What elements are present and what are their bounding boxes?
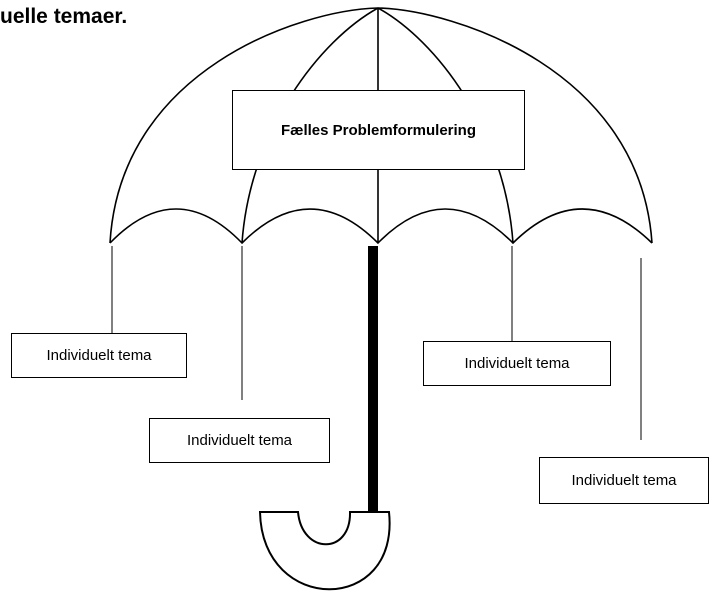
individual-theme-box: Individuelt tema [11,333,187,378]
shared-problem-formulation-label: Fælles Problemformulering [280,121,477,139]
individual-theme-label: Individuelt tema [571,472,677,489]
individual-theme-box: Individuelt tema [539,457,709,504]
individual-theme-box: Individuelt tema [423,341,611,386]
individual-theme-label: Individuelt tema [464,355,570,372]
shared-problem-formulation-box: Fælles Problemformulering [232,90,525,170]
umbrella-hem-scallops [109,208,653,245]
individual-theme-label: Individuelt tema [186,432,293,449]
individual-theme-label: Individuelt tema [46,347,152,364]
individual-theme-box: Individuelt tema [149,418,330,463]
umbrella-hook [258,511,391,591]
page-heading: uelle temaer. [0,5,128,28]
